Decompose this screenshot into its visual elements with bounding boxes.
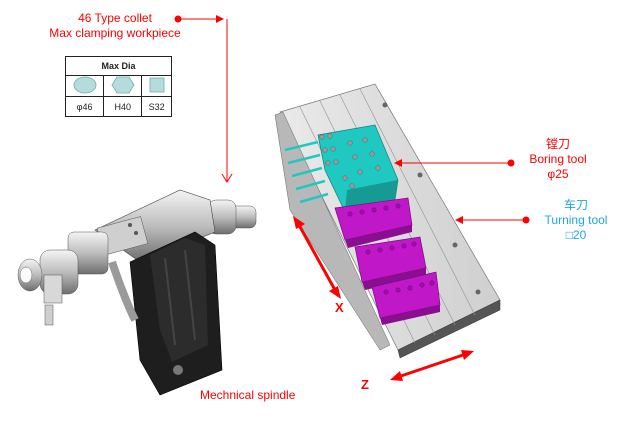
x-axis-label: X	[335, 300, 344, 315]
boring-tool-leader-line	[394, 159, 515, 167]
spindle-label: Mechnical spindle	[200, 388, 296, 402]
square-value: S32	[141, 96, 172, 117]
max-dia-table: Max Dia φ46 H40 S32	[64, 56, 172, 117]
hexagon-value: H40	[103, 96, 143, 117]
z-axis-arrow	[390, 350, 474, 381]
z-axis-label: Z	[361, 377, 369, 392]
x-axis-arrow	[293, 216, 341, 299]
collet-callout-line2: Max clamping workpiece	[49, 26, 181, 40]
boring-tool-size: φ25	[547, 167, 569, 181]
collet-leader-line	[174, 15, 233, 183]
max-dia-header: Max Dia	[65, 56, 172, 76]
collet-callout: 46 Type collet Max clamping workpiece	[30, 11, 200, 41]
hexagon-icon	[111, 76, 135, 94]
turning-tool-label: 车刀 Turning tool □20	[533, 198, 619, 243]
tool-plate-illustration	[274, 83, 501, 359]
circle-value: φ46	[64, 96, 105, 117]
shape-icons-row	[64, 75, 172, 97]
shape-values-row: φ46 H40 S32	[64, 96, 172, 117]
square-shape-cell	[141, 75, 172, 97]
circle-shape-cell	[64, 75, 105, 97]
turning-tool-leader-line	[455, 216, 530, 224]
square-icon	[149, 77, 165, 93]
collet-callout-line1: 46 Type collet	[78, 11, 152, 25]
boring-tool-name: Boring tool	[529, 152, 587, 166]
mechanical-spindle-illustration	[17, 189, 257, 396]
turning-tool-chinese: 车刀	[563, 198, 588, 212]
hexagon-shape-cell	[103, 75, 143, 97]
turning-tool-size: □20	[565, 228, 587, 242]
boring-tool-chinese: 镗刀	[545, 137, 570, 151]
boring-tool-label: 镗刀 Boring tool φ25	[518, 137, 598, 182]
turning-tool-name: Turning tool	[544, 213, 608, 227]
circle-icon	[73, 76, 96, 94]
